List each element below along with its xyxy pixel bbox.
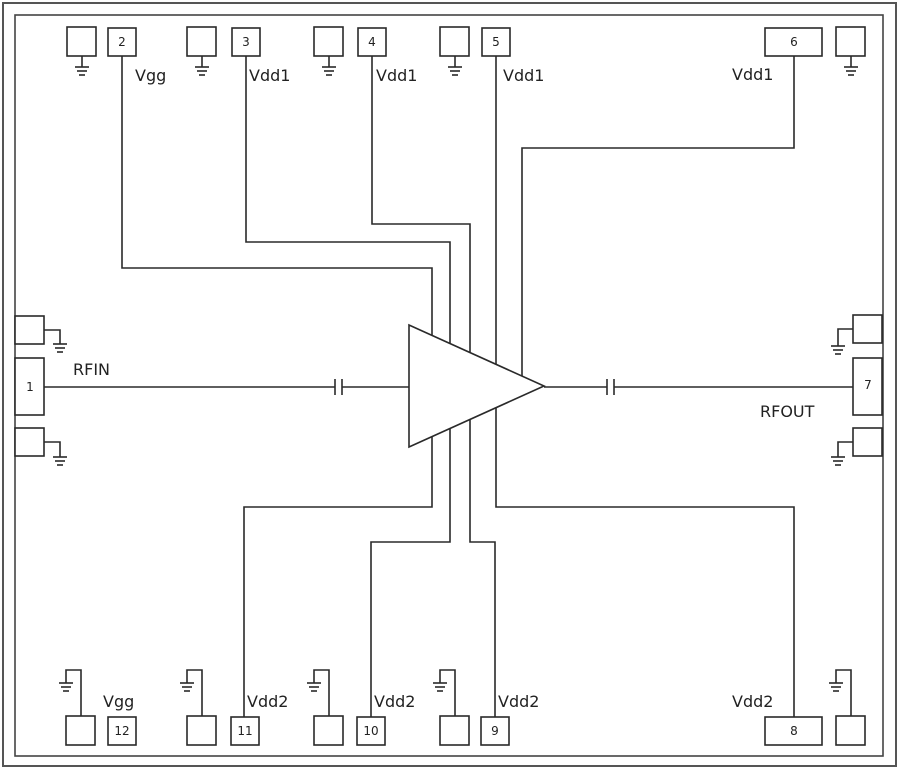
left-ground-pads: [14, 315, 68, 466]
input-capacitor: [334, 379, 343, 395]
pin-number: 4: [368, 35, 376, 49]
pin-number: 1: [26, 380, 34, 394]
pin-7: 7: [852, 357, 883, 416]
pin-5: 5: [481, 27, 511, 57]
pin-8-label: Vdd2: [732, 692, 773, 711]
pin-number: 11: [237, 724, 252, 738]
pin-11-label: Vdd2: [247, 692, 288, 711]
pin-3: 3: [231, 27, 261, 57]
pin-9: 9: [480, 716, 510, 746]
amplifier-triangle: [408, 323, 546, 449]
pin-number: 7: [864, 378, 872, 392]
output-capacitor: [606, 379, 615, 395]
pin-9-label: Vdd2: [498, 692, 539, 711]
pin-2-label: Vgg: [135, 66, 166, 85]
pin-6-label: Vdd1: [732, 65, 773, 84]
pin-10: 10: [356, 716, 386, 746]
pin-number: 12: [114, 724, 129, 738]
pin-10-label: Vdd2: [374, 692, 415, 711]
pin-number: 8: [790, 724, 798, 738]
pin-5-label: Vdd1: [503, 66, 544, 85]
pin-2: 2: [107, 27, 137, 57]
pin-4: 4: [357, 27, 387, 57]
pin-3-label: Vdd1: [249, 66, 290, 85]
pin-11: 11: [230, 716, 260, 746]
pin-8: 8: [764, 716, 823, 746]
pin-number: 5: [492, 35, 500, 49]
pin-12: 12: [107, 716, 137, 746]
pin-7-label: RFOUT: [760, 402, 815, 421]
pin-number: 6: [790, 35, 798, 49]
wiring: [44, 56, 853, 717]
pin-number: 2: [118, 35, 126, 49]
pin-number: 10: [363, 724, 378, 738]
pin-6: 6: [764, 27, 823, 57]
top-ground-pads: [66, 26, 866, 76]
right-ground-pads: [830, 314, 883, 466]
pin-1: 1: [14, 357, 45, 416]
pin-12-label: Vgg: [103, 692, 134, 711]
pin-number: 3: [242, 35, 250, 49]
pin-number: 9: [491, 724, 499, 738]
pin-4-label: Vdd1: [376, 66, 417, 85]
pin-1-label: RFIN: [73, 360, 110, 379]
bottom-ground-pads: [58, 669, 866, 746]
